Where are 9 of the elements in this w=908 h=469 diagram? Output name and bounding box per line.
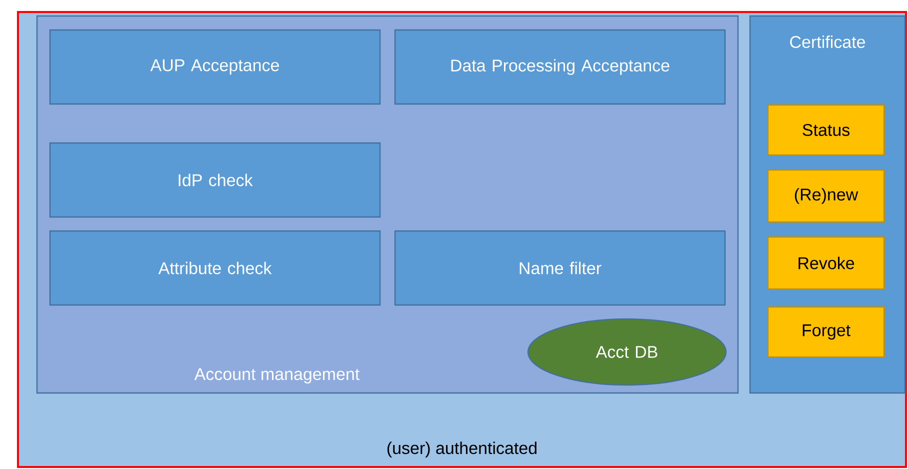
process-box: AUP Acceptance xyxy=(49,29,381,105)
process-box: Attribute check xyxy=(49,230,381,306)
button-box: Status xyxy=(767,104,885,156)
process-box: Data Processing Acceptance xyxy=(394,29,726,105)
button-box: Revoke xyxy=(767,236,885,290)
process-box: IdP check xyxy=(49,142,381,218)
button-box: (Re)new xyxy=(767,169,885,223)
button-box: Forget xyxy=(767,306,885,358)
process-box: Name filter xyxy=(394,230,726,306)
